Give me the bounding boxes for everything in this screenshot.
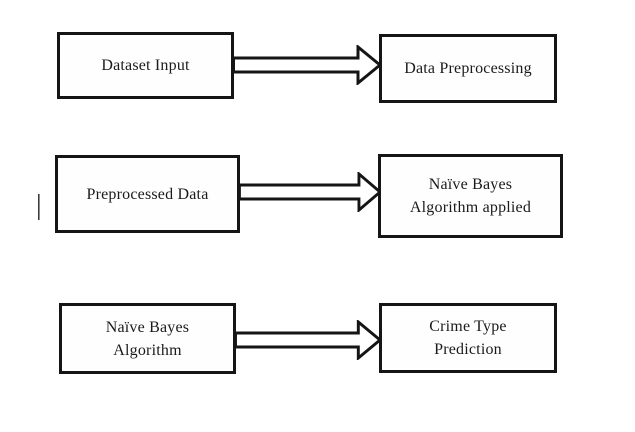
block-arrow-right-icon <box>238 172 382 212</box>
box-crime-type-prediction: Crime Type Prediction <box>379 303 557 373</box>
block-arrow-right-icon <box>232 45 382 85</box>
box-label: Data Preprocessing <box>404 60 532 77</box>
box-label: Crime Type Prediction <box>429 318 507 358</box>
box-naive-bayes-algorithm: Naïve Bayes Algorithm <box>59 303 236 374</box>
box-label: Naïve Bayes Algorithm applied <box>409 176 532 216</box>
box-preprocessed-data: Preprocessed Data <box>55 155 240 233</box>
box-naive-bayes-algorithm-applied: Naïve Bayes Algorithm applied <box>378 154 563 238</box>
block-arrow-right-icon <box>234 320 382 360</box>
box-label: Naïve Bayes Algorithm <box>105 318 190 359</box>
box-label: Dataset Input <box>101 57 190 74</box>
box-dataset-input: Dataset Input <box>57 32 234 99</box>
box-data-preprocessing: Data Preprocessing <box>379 34 557 103</box>
stray-cursor-mark: | <box>36 190 42 221</box>
box-label: Preprocessed Data <box>86 185 209 203</box>
